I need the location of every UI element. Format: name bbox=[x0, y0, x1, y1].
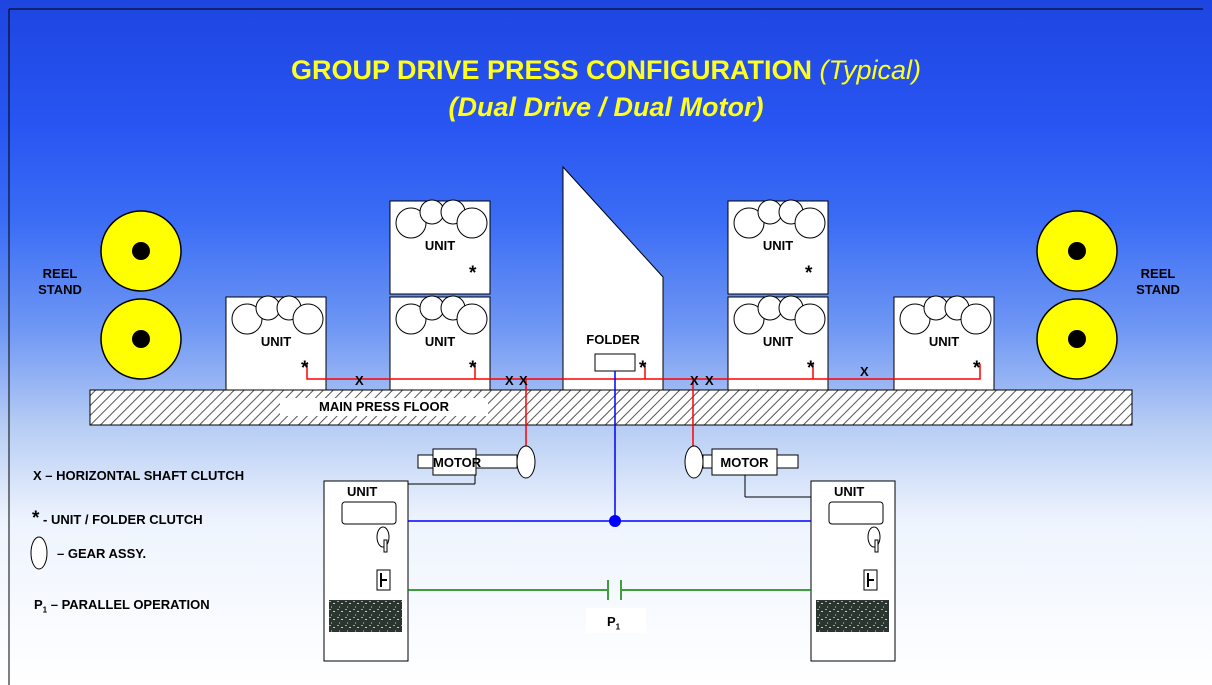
unit-box-right-lower bbox=[893, 295, 995, 391]
drive-cabinet-left bbox=[323, 480, 409, 662]
horizontal-shaft-clutch: X bbox=[355, 373, 364, 388]
diagram-subtitle: (Dual Drive / Dual Motor) bbox=[448, 92, 764, 122]
unit-clutch-star: * bbox=[469, 263, 477, 284]
legend-parallel-operation: P1 – PARALLEL OPERATION bbox=[34, 597, 210, 615]
drive-cabinet-right bbox=[810, 480, 896, 662]
parallel-label-box bbox=[586, 608, 646, 633]
unit-label: UNIT bbox=[762, 238, 794, 253]
unit-clutch-star: * bbox=[807, 358, 815, 379]
unit-clutch-star: * bbox=[301, 358, 309, 379]
reel-stand-left bbox=[100, 210, 182, 380]
drive-unit-label-left: UNIT bbox=[347, 484, 378, 499]
unit-box-right-upper bbox=[727, 199, 829, 295]
motor-left bbox=[417, 445, 536, 479]
legend-gear-assy: – GEAR ASSY. bbox=[57, 546, 147, 561]
horizontal-shaft-clutch: X bbox=[505, 373, 514, 388]
horizontal-shaft-clutch: X bbox=[690, 373, 699, 388]
unit-label: UNIT bbox=[424, 334, 456, 349]
unit-clutch-star: * bbox=[469, 358, 477, 379]
legend-unit-folder-clutch: * - UNIT / FOLDER CLUTCH bbox=[32, 508, 203, 529]
unit-box-left-lower bbox=[225, 295, 327, 391]
main-press-floor bbox=[89, 389, 1133, 426]
reel-stand-label-right: REEL STAND bbox=[1136, 266, 1180, 297]
drive-link-junction bbox=[609, 515, 621, 527]
unit-label: UNIT bbox=[424, 238, 456, 253]
horizontal-shaft-clutch: X bbox=[519, 373, 528, 388]
gear-assy-icon bbox=[30, 536, 48, 570]
folder-clutch-star: * bbox=[639, 358, 647, 379]
unit-clutch-star: * bbox=[973, 358, 981, 379]
parallel-operation-label: P1 bbox=[607, 614, 621, 632]
horizontal-shaft bbox=[306, 364, 981, 446]
main-press-floor-label-bg bbox=[280, 398, 488, 416]
horizontal-shaft-clutch: X bbox=[860, 364, 869, 379]
unit-label: UNIT bbox=[762, 334, 794, 349]
horizontal-shaft-clutch: X bbox=[705, 373, 714, 388]
unit-box-right-middle bbox=[727, 295, 829, 391]
unit-label: UNIT bbox=[928, 334, 960, 349]
main-press-floor-label: MAIN PRESS FLOOR bbox=[318, 399, 449, 414]
unit-label: UNIT bbox=[260, 334, 292, 349]
motor-label-left: MOTOR bbox=[433, 455, 482, 470]
diagram-title-typical: (Typical) bbox=[819, 55, 922, 85]
legend-star-symbol: * bbox=[32, 508, 40, 529]
folder-box bbox=[594, 353, 636, 372]
drive-unit-label-right: UNIT bbox=[834, 484, 865, 499]
motor-right bbox=[684, 445, 799, 479]
parallel-link bbox=[408, 580, 811, 600]
folder-body bbox=[562, 165, 664, 391]
unit-clutch-star: * bbox=[805, 263, 813, 284]
legend-horizontal-shaft-clutch: X – HORIZONTAL SHAFT CLUTCH bbox=[33, 468, 245, 483]
reel-stand-label-left: REEL STAND bbox=[38, 266, 82, 297]
unit-box-left-upper bbox=[389, 199, 491, 295]
unit-box-left-middle bbox=[389, 295, 491, 391]
motor-label-right: MOTOR bbox=[720, 455, 769, 470]
reel-stand-right bbox=[1036, 210, 1118, 380]
folder-label: FOLDER bbox=[586, 332, 640, 347]
diagram-title: GROUP DRIVE PRESS CONFIGURATION (Typical… bbox=[290, 55, 922, 85]
